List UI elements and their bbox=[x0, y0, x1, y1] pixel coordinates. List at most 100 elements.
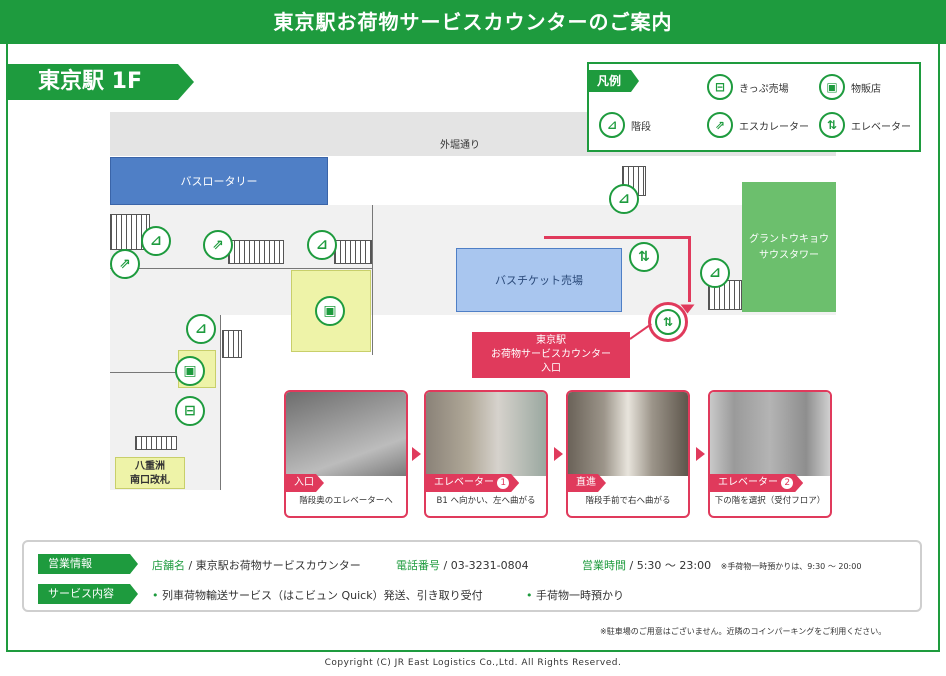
hours-label: 営業時間 bbox=[582, 559, 626, 572]
stairs-icon: ⊿ bbox=[609, 184, 639, 214]
map-divider bbox=[220, 315, 221, 490]
copyright-footer: Copyright (C) JR East Logistics Co.,Ltd.… bbox=[324, 658, 622, 668]
hours-info: 営業時間 / 5:30 ～ 23:00 ※手荷物一時預かりは、9:30 ～ 20… bbox=[582, 557, 861, 573]
escalator-icon: ⇗ bbox=[203, 230, 233, 260]
slash: / bbox=[440, 559, 451, 572]
bullet: • bbox=[152, 589, 159, 602]
step-number: 2 bbox=[781, 477, 793, 489]
phone-value: 03-3231-0804 bbox=[450, 559, 529, 572]
slash: / bbox=[626, 559, 637, 572]
page-title: 東京駅お荷物サービスカウンターのご案内 bbox=[0, 0, 946, 44]
step-tag: エレベーター 2 bbox=[710, 474, 803, 492]
stairs bbox=[334, 240, 372, 264]
map-divider bbox=[110, 372, 180, 373]
stairs-icon: ⊿ bbox=[700, 258, 730, 288]
step-tag: 直進 bbox=[568, 474, 606, 492]
stairs-icon: ⊿ bbox=[307, 230, 337, 260]
gate-label-line2: 南口改札 bbox=[130, 475, 170, 486]
shop-icon: ▣ bbox=[175, 356, 205, 386]
step-card-elevator-1: エレベーター 1 B1 へ向かい、左へ曲がる bbox=[424, 390, 548, 518]
step-photo bbox=[426, 392, 546, 476]
step-card-entrance: 入口 階段奥のエレベーターへ bbox=[284, 390, 408, 518]
route-line bbox=[544, 236, 690, 239]
store-value: 東京駅お荷物サービスカウンター bbox=[195, 559, 361, 572]
elevator-icon: ⇅ bbox=[629, 242, 659, 272]
legend-escalator-label: エスカレーター bbox=[739, 121, 809, 133]
step-arrow bbox=[412, 447, 421, 461]
legend-shop-label: 物販店 bbox=[851, 83, 881, 95]
bus-rotary: バスロータリー bbox=[110, 157, 328, 205]
service-item-2: • 手荷物一時預かり bbox=[526, 587, 624, 603]
elevator-icon: ⇅ bbox=[655, 309, 681, 335]
phone-info: 電話番号 / 03-3231-0804 bbox=[396, 557, 529, 573]
service-2: 手荷物一時預かり bbox=[536, 589, 624, 602]
step-arrow bbox=[554, 447, 563, 461]
bullet: • bbox=[526, 589, 533, 602]
step-card-straight: 直進 階段手前で右へ曲がる bbox=[566, 390, 690, 518]
counter-entrance-label: 東京駅 お荷物サービスカウンター 入口 bbox=[472, 332, 630, 378]
legend-elevator-label: エレベーター bbox=[851, 121, 911, 133]
step-tag-text: エレベーター bbox=[718, 477, 778, 488]
service-item-1: • 列車荷物輸送サービス（はこビュン Quick）発送、引き取り受付 bbox=[152, 587, 483, 603]
hours-value: 5:30 ～ 23:00 bbox=[636, 559, 712, 572]
legend-stairs: ⊿ 階段 bbox=[599, 112, 651, 138]
grand-tokyo-south-tower: グラントウキョウ サウスタワー bbox=[742, 182, 836, 312]
stairs-icon: ⊿ bbox=[141, 226, 171, 256]
step-tag: エレベーター 1 bbox=[426, 474, 519, 492]
tower-label-line1: グラントウキョウ bbox=[749, 234, 829, 245]
legend: 凡例 ⊟ きっぷ売場 ▣ 物販店 ⊿ 階段 ⇗ エスカレーター ⇅ エレベーター bbox=[587, 62, 921, 152]
stairs bbox=[222, 330, 242, 358]
step-caption: 階段奥のエレベーターへ bbox=[299, 496, 393, 506]
yaesu-south-gate: 八重洲 南口改札 bbox=[115, 457, 185, 489]
legend-title: 凡例 bbox=[589, 70, 639, 92]
hours-note: ※手荷物一時預かりは、9:30 ～ 20:00 bbox=[720, 562, 862, 571]
legend-stairs-label: 階段 bbox=[631, 121, 651, 133]
step-tag-text: エレベーター bbox=[434, 477, 494, 488]
slash: / bbox=[185, 559, 196, 572]
gate-turnstiles bbox=[135, 436, 177, 450]
service-1: 列車荷物輸送サービス（はこビュン Quick）発送、引き取り受付 bbox=[162, 589, 483, 602]
parking-note: ※駐車場のご用意はございません。近隣のコインパーキングをご利用ください。 bbox=[600, 627, 887, 636]
shop-icon: ▣ bbox=[819, 74, 845, 100]
step-number: 1 bbox=[497, 477, 509, 489]
phone-label: 電話番号 bbox=[396, 559, 440, 572]
elevator-icon: ⇅ bbox=[819, 112, 845, 138]
info-box: 営業情報 店舗名 / 東京駅お荷物サービスカウンター 電話番号 / 03-323… bbox=[22, 540, 922, 612]
legend-shop: ▣ 物販店 bbox=[819, 74, 881, 100]
counter-label-line2: お荷物サービスカウンター bbox=[491, 349, 611, 360]
escalator-icon: ⇗ bbox=[707, 112, 733, 138]
counter-label-line3: 入口 bbox=[541, 363, 561, 374]
content-frame bbox=[6, 44, 940, 652]
step-caption: B1 へ向かい、左へ曲がる bbox=[436, 496, 536, 506]
legend-ticket: ⊟ きっぷ売場 bbox=[707, 74, 789, 100]
store-label: 店舗名 bbox=[152, 559, 185, 572]
legend-elevator: ⇅ エレベーター bbox=[819, 112, 911, 138]
stairs-icon: ⊿ bbox=[186, 314, 216, 344]
step-arrow bbox=[696, 447, 705, 461]
business-info-tag: 営業情報 bbox=[38, 554, 138, 574]
shop-icon: ▣ bbox=[315, 296, 345, 326]
map-divider bbox=[372, 205, 373, 355]
step-photo bbox=[710, 392, 830, 476]
step-caption: 下の階を選択（受付フロア） bbox=[714, 496, 826, 506]
escalator-icon: ⇗ bbox=[110, 249, 140, 279]
legend-escalator: ⇗ エスカレーター bbox=[707, 112, 809, 138]
floor-label: 東京駅 1F bbox=[8, 64, 194, 100]
street-label: 外堀通り bbox=[440, 140, 480, 151]
step-card-elevator-2: エレベーター 2 下の階を選択（受付フロア） bbox=[708, 390, 832, 518]
step-tag: 入口 bbox=[286, 474, 324, 492]
ticket-office-icon: ⊟ bbox=[707, 74, 733, 100]
step-photo bbox=[286, 392, 406, 476]
tower-label-line2: サウスタワー bbox=[759, 250, 819, 261]
stairs-icon: ⊿ bbox=[599, 112, 625, 138]
service-info-tag: サービス内容 bbox=[38, 584, 138, 604]
stairs bbox=[228, 240, 284, 264]
route-line bbox=[688, 236, 691, 302]
step-photo bbox=[568, 392, 688, 476]
map-divider bbox=[110, 268, 372, 269]
bus-ticket-office: バスチケット売場 bbox=[456, 248, 622, 312]
ticket-office-icon: ⊟ bbox=[175, 396, 205, 426]
store-info: 店舗名 / 東京駅お荷物サービスカウンター bbox=[152, 557, 361, 573]
counter-label-line1: 東京駅 bbox=[536, 335, 566, 346]
step-caption: 階段手前で右へ曲がる bbox=[585, 496, 671, 506]
